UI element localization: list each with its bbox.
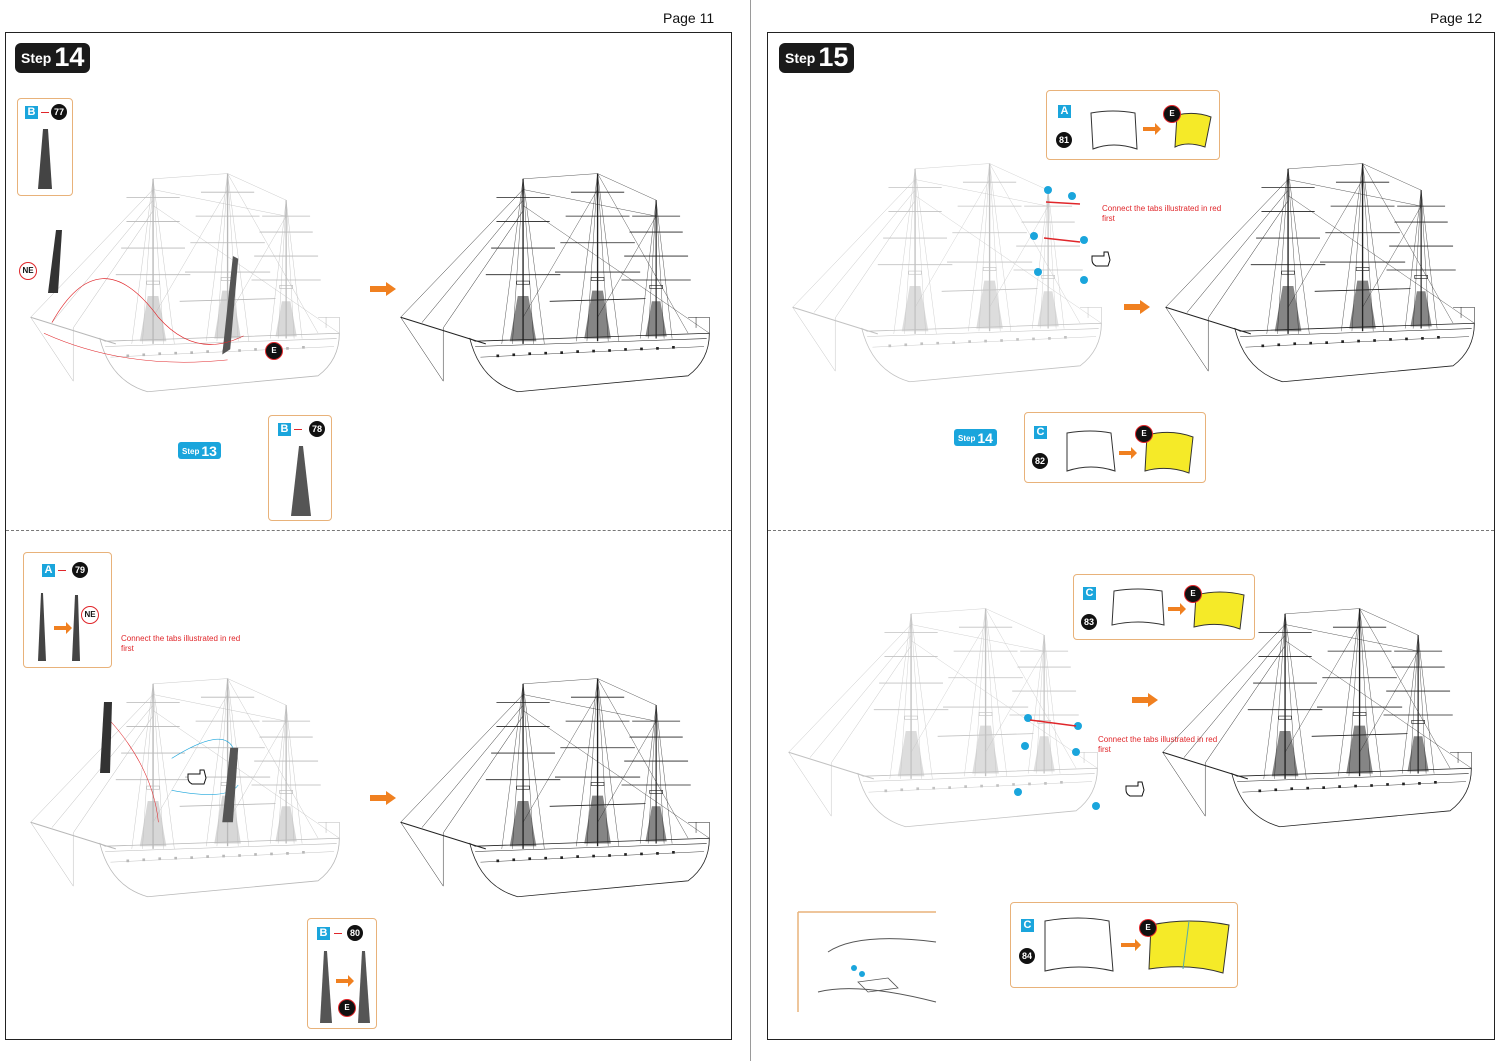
section-divider-right <box>768 530 1494 531</box>
e-marker: E <box>1184 585 1202 603</box>
ref-step-number: 13 <box>201 443 217 459</box>
sail-attach-points <box>1014 714 1100 810</box>
highlight-mast-illustration <box>110 720 239 823</box>
part-number-badge: 81 <box>1056 132 1072 148</box>
part-number-badge: 77 <box>51 104 67 120</box>
ref-step-14-badge: Step 14 <box>954 429 997 446</box>
ref-step-label: Step <box>182 447 200 456</box>
separator <box>41 112 49 113</box>
e-marker: E <box>1139 919 1157 937</box>
part-callout-80: B 80 E <box>307 918 377 1029</box>
part-callout-82: C 82 E <box>1024 412 1206 483</box>
part-callout-77: B 77 <box>17 98 73 196</box>
mast-part-icon <box>320 951 370 1023</box>
ne-marker: NE <box>19 262 37 280</box>
sheet-badge: C <box>1034 426 1047 439</box>
ship-after-illustration <box>1161 607 1473 828</box>
sheet-badge: B <box>317 927 330 940</box>
ship-after-illustration <box>399 172 711 393</box>
part-callout-83: C 83 E <box>1073 574 1255 640</box>
part-number-badge: 78 <box>309 421 325 437</box>
page-frame-right <box>767 32 1495 1040</box>
sail-attach-points <box>1030 186 1088 284</box>
separator <box>294 429 302 430</box>
detail-inset-illustration <box>797 911 937 1012</box>
part-number-badge: 84 <box>1019 948 1035 964</box>
part-number-badge: 82 <box>1032 453 1048 469</box>
separator <box>334 933 342 934</box>
ref-step-label: Step <box>958 434 976 443</box>
sail-part-icon <box>1090 110 1212 150</box>
e-marker: E <box>1163 105 1181 123</box>
step-badge-label: Step <box>785 50 816 66</box>
hand-pointer-icon <box>187 769 207 785</box>
sheet-badge: B <box>25 106 38 119</box>
part-number-badge: 79 <box>72 562 88 578</box>
sheet-badge: B <box>278 423 291 436</box>
ref-step-number: 14 <box>977 430 993 446</box>
section-divider-left <box>6 530 731 531</box>
part-callout-81: A 81 E <box>1046 90 1220 160</box>
connect-tabs-note: Connect the tabs illustrated in red firs… <box>121 634 241 653</box>
sheet-badge: A <box>1058 105 1071 118</box>
mast-part-icon <box>38 129 52 189</box>
mast-part-icon <box>291 446 311 516</box>
ship-after-illustration <box>1164 162 1476 383</box>
ne-marker: NE <box>81 606 99 624</box>
separator <box>58 570 66 571</box>
sheet-badge: C <box>1083 587 1096 600</box>
step-badge-14: Step 14 <box>15 42 91 73</box>
page-spine <box>750 0 751 1061</box>
ref-step-13-badge: Step 13 <box>178 442 221 459</box>
part-number-badge: 80 <box>347 925 363 941</box>
connect-tabs-note: Connect the tabs illustrated in red firs… <box>1102 204 1222 223</box>
hand-pointer-icon <box>1125 781 1145 797</box>
e-marker: E <box>265 342 283 360</box>
sail-part-icon <box>1066 430 1194 474</box>
mast-part-icon <box>100 702 112 773</box>
e-marker: E <box>1135 425 1153 443</box>
e-marker: E <box>338 999 356 1017</box>
part-callout-84: C 84 E <box>1010 902 1238 988</box>
page-number-left: Page 11 <box>663 10 715 26</box>
sheet-badge: C <box>1021 919 1034 932</box>
sheet-badge: A <box>42 564 55 577</box>
arrow-right-icon <box>1124 300 1150 314</box>
hand-pointer-icon <box>1091 251 1111 267</box>
sail-part-icon <box>1111 588 1245 630</box>
step-badge-label: Step <box>21 50 52 66</box>
part-callout-78: B 78 <box>268 415 332 521</box>
step-badge-15: Step 15 <box>779 42 855 73</box>
mast-part-icon <box>48 230 62 293</box>
highlight-mast-illustration <box>43 256 244 363</box>
part-callout-79: A 79 NE <box>23 552 112 668</box>
step-badge-number: 15 <box>818 42 849 72</box>
part-number-badge: 83 <box>1081 614 1097 630</box>
page-number-right: Page 12 <box>1430 10 1483 26</box>
ship-after-illustration <box>399 677 711 898</box>
connect-tabs-note: Connect the tabs illustrated in red firs… <box>1098 735 1218 754</box>
mast-part-icon <box>38 593 80 661</box>
step-badge-number: 14 <box>54 42 85 72</box>
sail-part-icon <box>1044 917 1230 974</box>
page-frame-left <box>5 32 732 1040</box>
